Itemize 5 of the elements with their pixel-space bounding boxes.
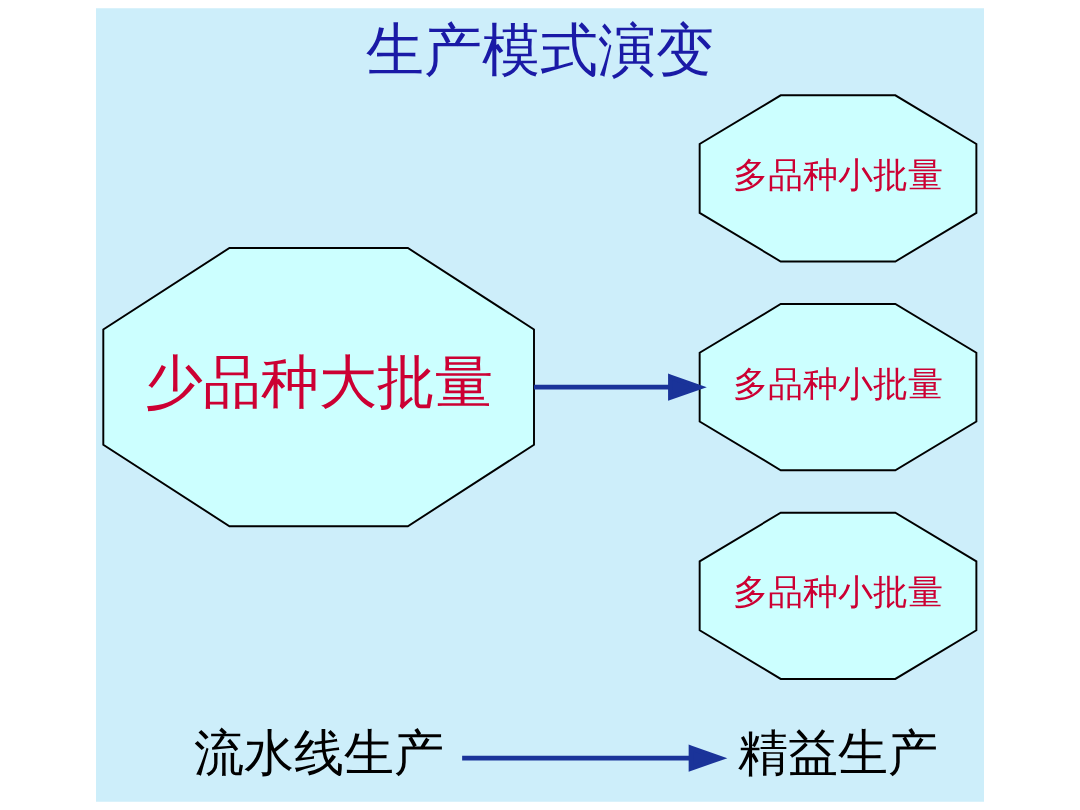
arrow [534,373,707,401]
diagram-title: 生产模式演变 [366,16,715,85]
node-text: 流水线生产 [193,723,444,783]
node-text: 精益生产 [738,723,939,783]
arrow [462,744,728,772]
